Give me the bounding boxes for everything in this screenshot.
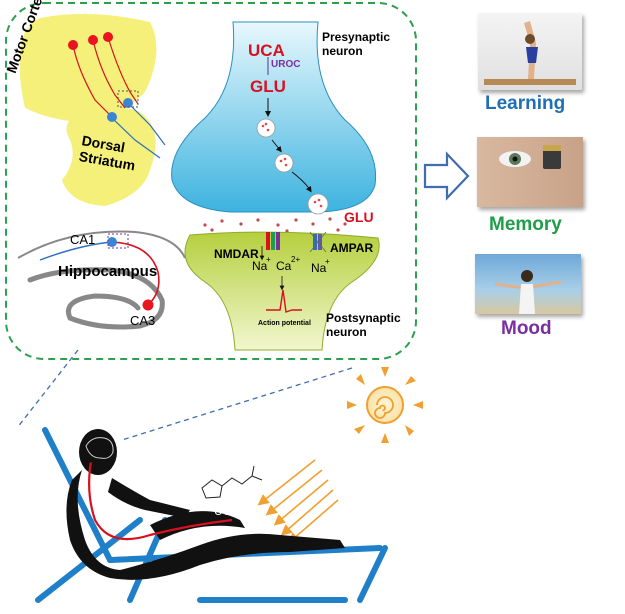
memory-photo: [477, 137, 583, 207]
ampar-receptor: [309, 231, 327, 253]
uca-body-label: UCA: [214, 504, 240, 518]
na-charge-2: +: [325, 257, 330, 266]
action-potential-label: Action potential: [258, 320, 311, 327]
glu-arrow-3: [291, 171, 312, 193]
motor-cortex-region: [19, 13, 157, 122]
hippocampus-label: Hippocampus: [58, 263, 158, 280]
nmdar-label: NMDAR: [214, 247, 259, 261]
ca1-neuron: [107, 237, 117, 247]
nmdar-receptor: [266, 232, 280, 250]
na-charge-1: +: [266, 255, 271, 264]
striatum-neurons: [111, 102, 166, 159]
projection-line-right: [121, 367, 353, 441]
cortex-neurons: [72, 36, 139, 116]
ca3-neuron: [142, 299, 154, 311]
vesicles: [256, 118, 329, 215]
urocanic-acid-structure: [201, 465, 263, 499]
projection-line-left: [16, 349, 79, 429]
uca-pathway: [84, 449, 233, 541]
striatum-neuron-2: [123, 98, 133, 108]
hippocampus-fiber: [111, 241, 160, 306]
ampar-label: AMPAR: [330, 241, 374, 255]
sun-icon: [347, 367, 423, 443]
hippocampus-outline: [17, 230, 186, 259]
ca-label: Ca: [276, 259, 292, 273]
glu-arrow-2: [271, 139, 282, 153]
ca1-label: CA1: [70, 232, 96, 247]
striatum-neuron-1: [107, 112, 117, 122]
cortex-neuron-3: [103, 32, 113, 42]
ca1-highlight-box: [107, 233, 129, 249]
na-label-1: Na: [252, 259, 268, 273]
brain-icon: [85, 437, 114, 459]
mood-photo: [475, 254, 581, 314]
glu-cleft-label: GLU: [344, 209, 374, 225]
glu-presynaptic-label: GLU: [250, 77, 286, 96]
na-label-2: Na: [311, 261, 327, 275]
uv-rays: [257, 459, 339, 544]
uca-presynaptic-label: UCA: [248, 41, 285, 60]
presynaptic-label: Presynaptic neuron: [322, 30, 391, 59]
cleft-glutamate: [203, 217, 347, 233]
cortex-neuron-1: [68, 40, 78, 50]
synapse-highlight-box: [117, 90, 139, 108]
postsynaptic-label: Postsynaptic neuron: [326, 311, 401, 340]
learning-photo: [478, 13, 582, 90]
postsynaptic-neuron: [184, 231, 380, 351]
ca1-fiber: [39, 241, 113, 261]
cortex-neuron-2: [88, 35, 98, 45]
detail-panel-border: [5, 2, 417, 360]
uroc-label: UROC: [271, 59, 301, 70]
action-potential-trace: [266, 289, 302, 313]
learning-label: Learning: [485, 93, 566, 114]
dorsal-striatum-region: [62, 107, 156, 206]
hippocampus-inner: [27, 267, 165, 330]
ca3-label: CA3: [130, 313, 156, 328]
ca-charge: 2+: [291, 255, 301, 264]
memory-label: Memory: [489, 214, 562, 235]
outcome-arrow: [423, 151, 470, 201]
mood-label: Mood: [501, 318, 552, 339]
